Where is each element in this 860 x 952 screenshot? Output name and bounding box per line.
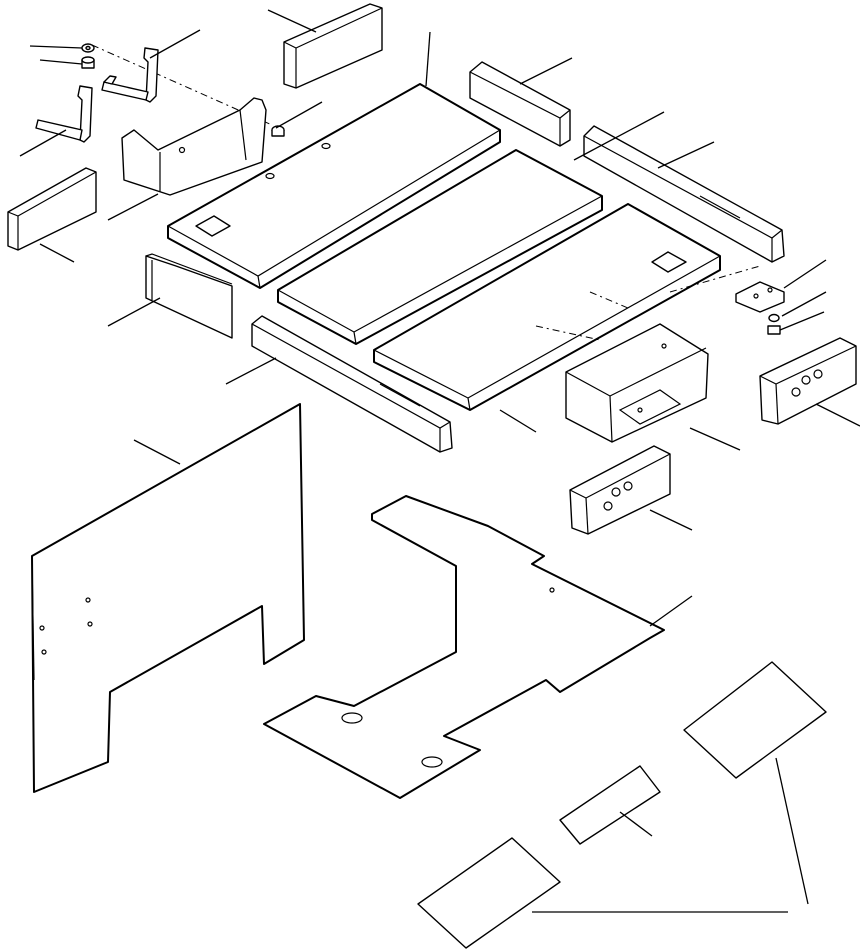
anti-slip-sheet-right: [683, 661, 827, 779]
anti-slip-sheet-bottom: [417, 837, 561, 949]
centerline-right: [669, 265, 761, 293]
washer-right: [768, 313, 780, 323]
floor-panel-2: [277, 149, 603, 345]
anti-slip-sheet-middle: [559, 765, 661, 845]
leader-lines: [19, 9, 860, 913]
floor-panel-3: [373, 203, 721, 411]
insulation-pad-long-front: [251, 315, 453, 453]
insulation-block-center: [569, 445, 671, 535]
cover-box-right: [565, 323, 709, 443]
insulation-pad-left: [7, 167, 97, 251]
side-panel: [31, 403, 305, 793]
insulation-pad-long-right: [583, 125, 785, 263]
insulation-pad-top-right: [469, 61, 571, 147]
floor-panel-1: [167, 83, 501, 289]
bracket-upper: [101, 47, 159, 103]
washer-top-left: [81, 43, 95, 53]
cover-left: [121, 97, 267, 196]
bolt-right: [767, 325, 781, 335]
bolt-top-left: [81, 56, 95, 69]
floor-mat: [263, 495, 665, 799]
insulation-pad-long-left: [145, 253, 233, 339]
bracket-lower: [35, 85, 93, 143]
plate-right: [735, 281, 785, 313]
insulation-pad-top: [283, 3, 383, 89]
insulation-block-right: [759, 337, 857, 425]
bolt-cover: [271, 125, 285, 137]
